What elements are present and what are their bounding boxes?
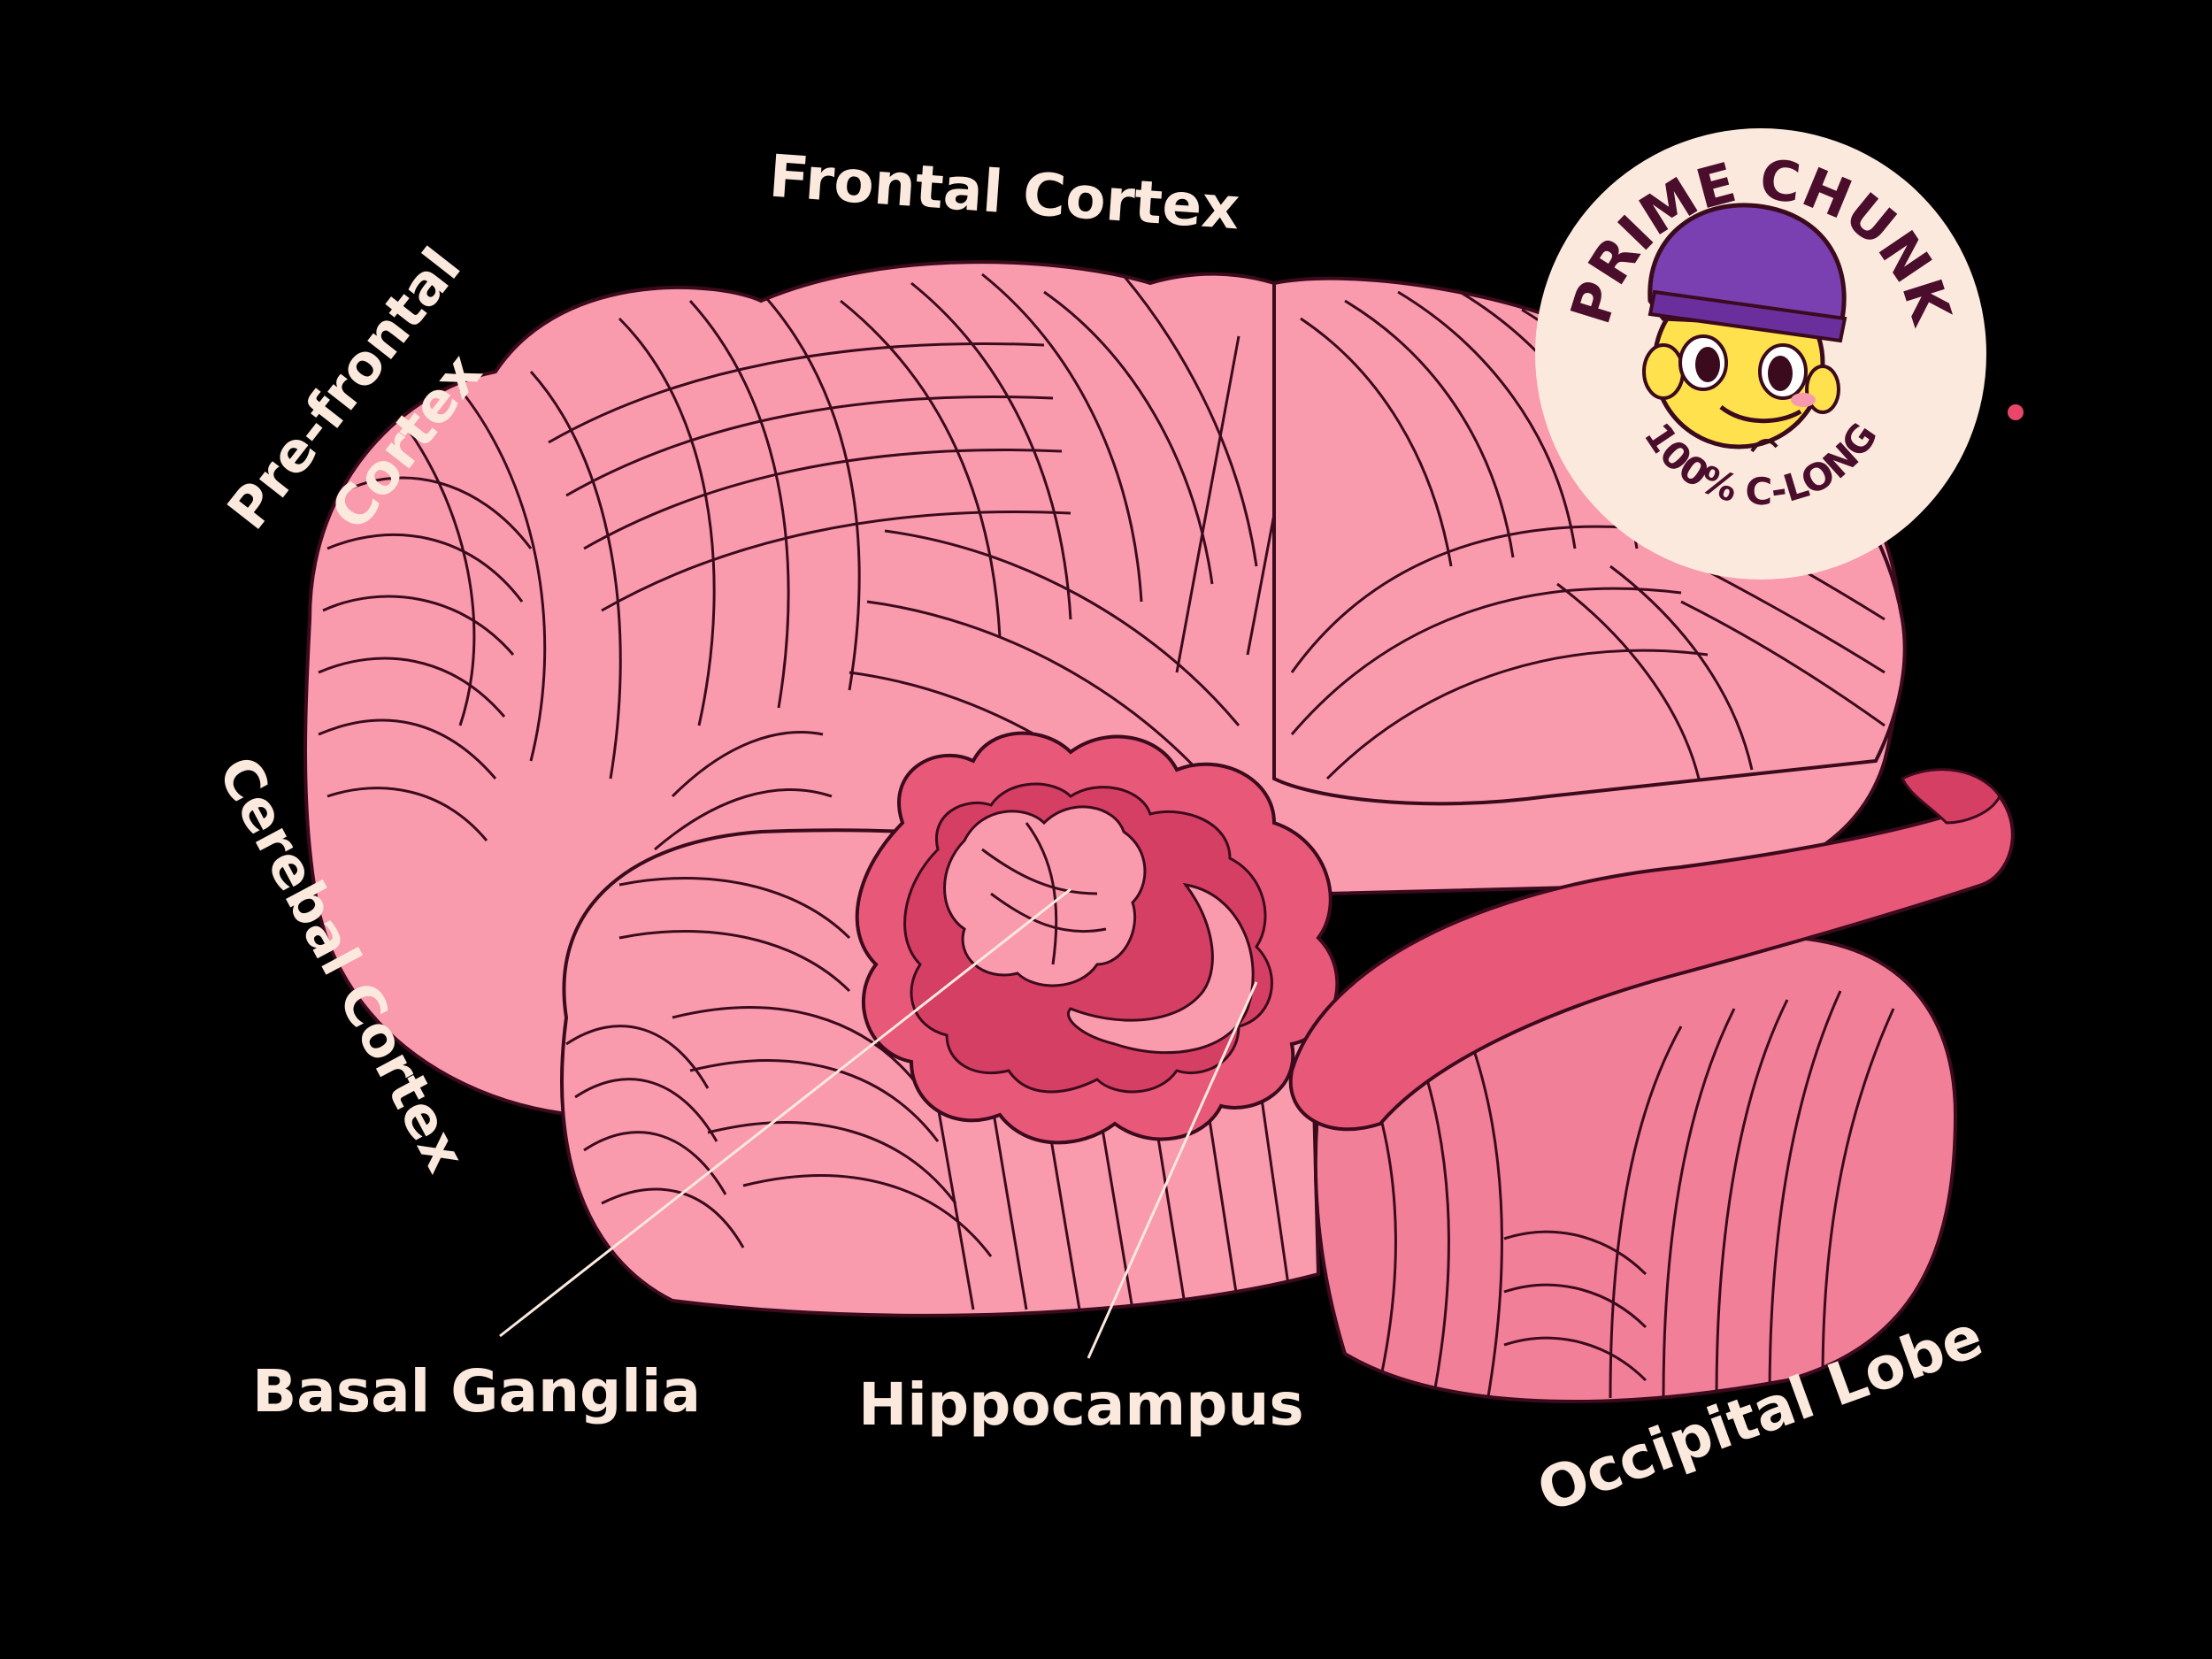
label-basal-ganglia: Basal Ganglia bbox=[252, 1357, 701, 1425]
label-hippocampus: Hippocampus bbox=[858, 1371, 1304, 1439]
hippocampus-region bbox=[857, 733, 1338, 1143]
prime-chunk-badge: PRIME CHUNK 100% C-LONG bbox=[1535, 128, 2024, 580]
basal-ganglia-core bbox=[945, 807, 1145, 986]
badge-dot-right bbox=[2008, 404, 2024, 420]
label-frontal-cortex: Frontal Cortex bbox=[767, 142, 1242, 243]
